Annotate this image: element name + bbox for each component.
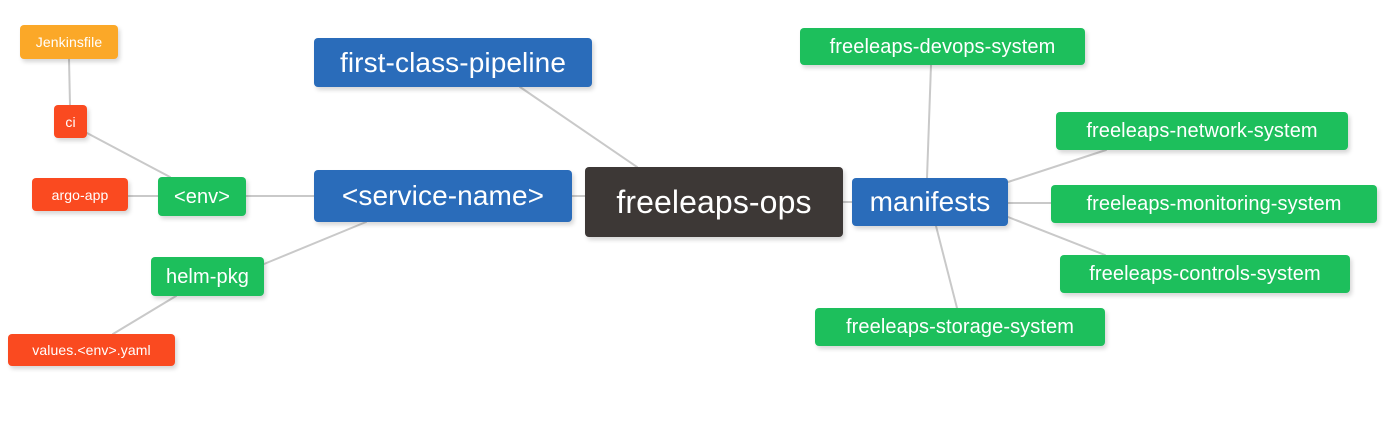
node-first-class-pipeline[interactable]: first-class-pipeline [314,38,592,87]
node-label-service-name: <service-name> [341,180,545,211]
node-freeleaps-monitoring-system[interactable]: freeleaps-monitoring-system [1051,185,1377,223]
edge-valuesyaml-helmpkg [112,295,177,335]
node-label-freeleaps-devops-system: freeleaps-devops-system [829,35,1056,58]
node-jenkinsfile[interactable]: Jenkinsfile [20,25,118,59]
node-label-helm-pkg: helm-pkg [165,265,250,288]
edge-helmpkg-servicename [263,221,367,265]
node-label-env: <env> [173,185,231,208]
node-ci[interactable]: ci [54,105,87,138]
node-freeleaps-storage-system[interactable]: freeleaps-storage-system [815,308,1105,346]
node-freeleaps-controls-system[interactable]: freeleaps-controls-system [1060,255,1350,293]
node-service-name[interactable]: <service-name> [314,170,572,222]
node-label-freeleaps-monitoring-system: freeleaps-monitoring-system [1086,193,1342,215]
node-freeleaps-ops[interactable]: freeleaps-ops [585,167,843,237]
node-freeleaps-devops-system[interactable]: freeleaps-devops-system [800,28,1085,65]
node-label-ci: ci [65,113,76,130]
node-label-jenkinsfile: Jenkinsfile [35,34,103,50]
node-manifests[interactable]: manifests [852,178,1008,226]
node-freeleaps-network-system[interactable]: freeleaps-network-system [1056,112,1348,150]
node-values-yaml[interactable]: values.<env>.yaml [8,334,175,366]
node-label-first-class-pipeline: first-class-pipeline [339,46,567,78]
node-label-argo-app: argo-app [51,186,109,203]
edge-ci-env [86,132,171,178]
node-env[interactable]: <env> [158,177,246,216]
node-label-freeleaps-controls-system: freeleaps-controls-system [1089,263,1321,285]
node-label-values-yaml: values.<env>.yaml [32,342,151,358]
node-argo-app[interactable]: argo-app [32,178,128,211]
edge-manifests-devops [926,64,932,179]
edge-manifests-storage [935,225,958,309]
edge-firstclasspipeline-ops [519,86,638,168]
node-label-freeleaps-storage-system: freeleaps-storage-system [845,316,1075,338]
node-label-freeleaps-ops: freeleaps-ops [616,184,812,220]
edge-manifests-network [1007,149,1107,183]
edge-jenkinsfile-ci [68,58,71,106]
node-label-freeleaps-network-system: freeleaps-network-system [1086,120,1318,142]
node-helm-pkg[interactable]: helm-pkg [151,257,264,296]
node-label-manifests: manifests [869,186,991,217]
